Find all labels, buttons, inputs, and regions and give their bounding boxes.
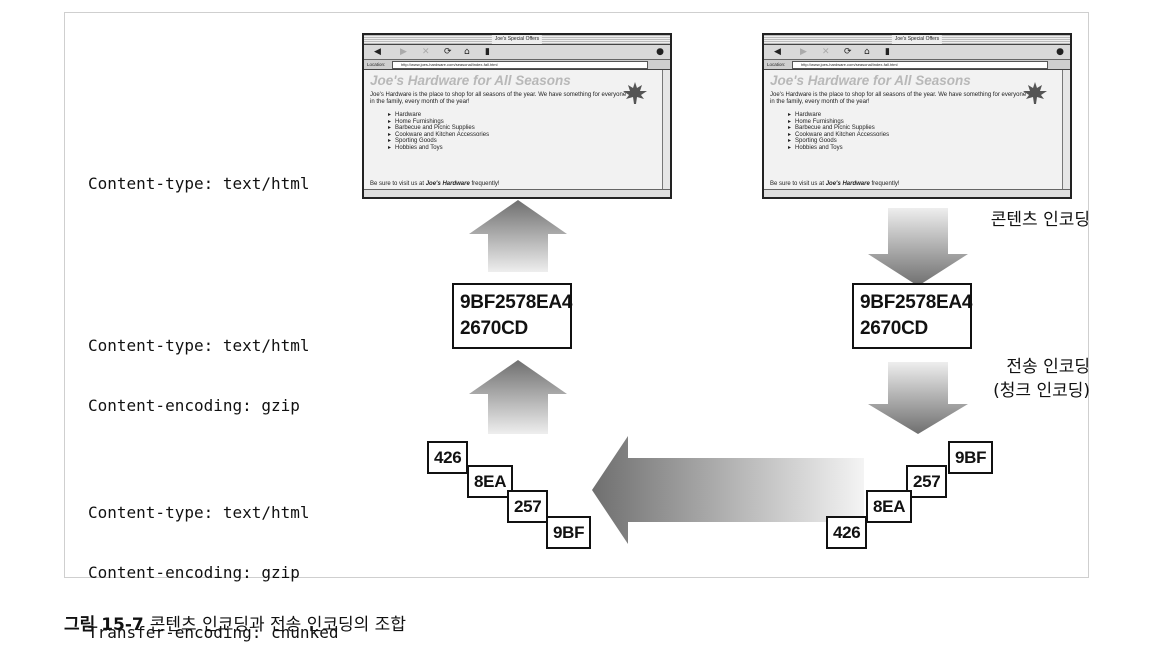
list-item: Sporting Goods	[788, 138, 1056, 145]
up-arrow-top	[469, 200, 567, 272]
encoded-line: 2670CD	[860, 318, 928, 339]
header-line: Content-type: text/html	[88, 336, 310, 355]
list-item: Home Furnishings	[388, 119, 656, 126]
transfer-encoding-text: 전송 인코딩	[1006, 357, 1090, 377]
transfer-encoding-label: 전송 인코딩 (청크 인코딩)	[930, 355, 1090, 403]
browser-title: Joe's Special Offers	[891, 35, 943, 44]
content-encoding-text: 콘텐츠 인코딩	[990, 210, 1090, 230]
chunk-box: 426	[427, 441, 469, 474]
header-line: Content-encoding: gzip	[88, 396, 300, 415]
list-item: Hardware	[788, 112, 1056, 119]
chunk-box: 257	[507, 490, 549, 523]
footer-suffix: frequently!	[471, 181, 500, 187]
footer-prefix: Be sure to visit us at	[770, 181, 825, 187]
reload-icon: ⟳	[844, 47, 852, 57]
chunk-box: 8EA	[467, 465, 514, 498]
chunk-box: 8EA	[866, 490, 913, 523]
down-arrow-top	[868, 208, 968, 286]
home-icon: ⌂	[864, 47, 870, 57]
figure-number: 그림 15-7	[64, 615, 144, 635]
footer-prefix: Be sure to visit us at	[370, 181, 425, 187]
content-encoding-label: 콘텐츠 인코딩	[930, 208, 1090, 232]
footer-brand: Joe's Hardware	[425, 181, 470, 187]
list-item: Hardware	[388, 112, 656, 119]
print-icon: ▮	[485, 47, 490, 57]
browser-address-bar: Location: http://www.joes-hardware.com/s…	[764, 60, 1070, 70]
header-line: Content-type: text/html	[88, 503, 310, 522]
list-item: Home Furnishings	[788, 119, 1056, 126]
list-item: Barbecue and Picnic Supplies	[788, 125, 1056, 132]
forward-icon: ▶	[800, 47, 807, 57]
reload-icon: ⟳	[444, 47, 452, 57]
headers-middle: Content-type: text/html Content-encoding…	[88, 296, 310, 436]
browser-window-right: Joe's Special Offers ◀ ▶ ✕ ⟳ ⌂ ▮ ● Locat…	[762, 33, 1072, 199]
chunked-encoding-text: (청크 인코딩)	[993, 381, 1090, 401]
page-paragraph: Joe's Hardware is the place to shop for …	[370, 92, 627, 105]
stop-icon: ✕	[822, 47, 830, 57]
maple-leaf-icon	[623, 82, 647, 104]
address-field: http://www.joes-hardware.com/seasonal/in…	[392, 61, 648, 69]
headers-top: Content-type: text/html	[88, 134, 310, 214]
browser-title-bar: Joe's Special Offers	[364, 35, 670, 45]
chunk-box: 9BF	[546, 516, 592, 549]
figure-caption-text: 콘텐츠 인코딩과 전송 인코딩의 조합	[149, 615, 406, 635]
stop-icon: ✕	[422, 47, 430, 57]
chunk-box: 257	[906, 465, 948, 498]
vertical-scrollbar	[662, 70, 670, 189]
chunk-box: 426	[826, 516, 868, 549]
header-line: Content-encoding: gzip	[88, 563, 300, 582]
back-icon: ◀	[374, 47, 381, 57]
encoded-body-left: 9BF2578EA4 2670CD	[452, 283, 572, 349]
encoded-line: 9BF2578EA4	[860, 292, 973, 313]
address-label: Location:	[367, 62, 386, 67]
browser-address-bar: Location: http://www.joes-hardware.com/s…	[364, 60, 670, 70]
down-arrow-bottom	[868, 362, 968, 434]
encoded-line: 2670CD	[460, 318, 528, 339]
browser-window-left: Joe's Special Offers ◀ ▶ ✕ ⟳ ⌂ ▮ ● Locat…	[362, 33, 672, 199]
page-heading: Joe's Hardware for All Seasons	[370, 73, 571, 88]
footer-brand: Joe's Hardware	[825, 181, 870, 187]
header-line: Content-type: text/html	[88, 174, 310, 193]
address-field: http://www.joes-hardware.com/seasonal/in…	[792, 61, 1048, 69]
browser-content: Joe's Hardware for All Seasons Joe's Har…	[764, 70, 1062, 189]
forward-icon: ▶	[400, 47, 407, 57]
browser-title: Joe's Special Offers	[491, 35, 543, 44]
home-icon: ⌂	[464, 47, 470, 57]
page-paragraph: Joe's Hardware is the place to shop for …	[770, 92, 1027, 105]
maple-leaf-icon	[1023, 82, 1047, 104]
page-list: Hardware Home Furnishings Barbecue and P…	[388, 112, 656, 151]
list-item: Cookware and Kitchen Accessories	[388, 132, 656, 139]
encoded-body-right: 9BF2578EA4 2670CD	[852, 283, 972, 349]
browser-toolbar: ◀ ▶ ✕ ⟳ ⌂ ▮ ●	[364, 45, 670, 60]
header-line: Transfer-encoding: chunked	[88, 623, 339, 642]
list-item: Hobbies and Toys	[788, 145, 1056, 152]
list-item: Hobbies and Toys	[388, 145, 656, 152]
back-icon: ◀	[774, 47, 781, 57]
page-footer: Be sure to visit us at Joe's Hardware fr…	[370, 181, 500, 188]
page-list: Hardware Home Furnishings Barbecue and P…	[788, 112, 1056, 151]
list-item: Cookware and Kitchen Accessories	[788, 132, 1056, 139]
encoded-line: 9BF2578EA4	[460, 292, 573, 313]
browser-toolbar: ◀ ▶ ✕ ⟳ ⌂ ▮ ●	[764, 45, 1070, 60]
up-arrow-bottom	[469, 360, 567, 434]
print-icon: ▮	[885, 47, 890, 57]
throbber-icon: ●	[1056, 47, 1064, 57]
vertical-scrollbar	[1062, 70, 1070, 189]
page-heading: Joe's Hardware for All Seasons	[770, 73, 971, 88]
left-arrow-transfer	[592, 436, 864, 544]
browser-status-bar	[364, 189, 670, 197]
chunk-box: 9BF	[948, 441, 994, 474]
browser-content: Joe's Hardware for All Seasons Joe's Har…	[364, 70, 662, 189]
browser-title-bar: Joe's Special Offers	[764, 35, 1070, 45]
list-item: Sporting Goods	[388, 138, 656, 145]
address-label: Location:	[767, 62, 786, 67]
page-footer: Be sure to visit us at Joe's Hardware fr…	[770, 181, 900, 188]
browser-status-bar	[764, 189, 1070, 197]
footer-suffix: frequently!	[871, 181, 900, 187]
list-item: Barbecue and Picnic Supplies	[388, 125, 656, 132]
headers-bottom: Content-type: text/html Content-encoding…	[88, 463, 338, 663]
throbber-icon: ●	[656, 47, 664, 57]
